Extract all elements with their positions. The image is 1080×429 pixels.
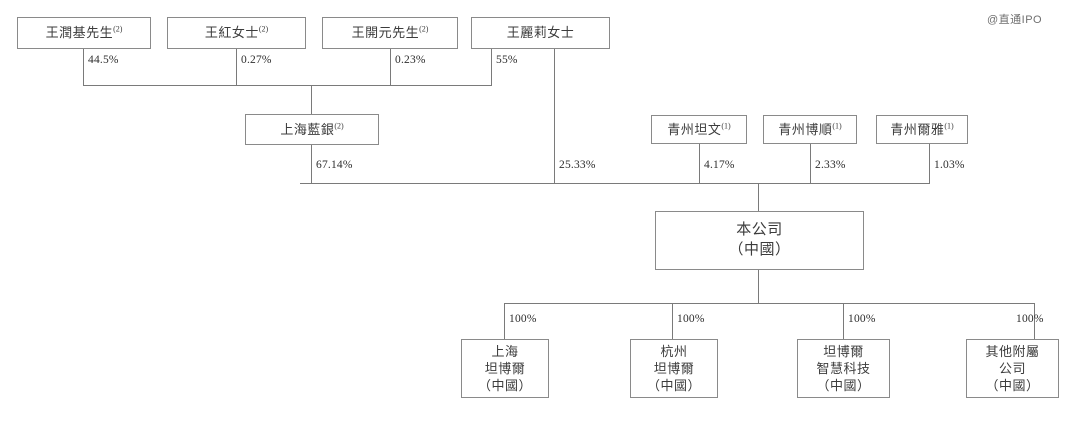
pct-lanyin-company: 67.14% — [316, 159, 353, 171]
pct-wang-hong-lanyin: 0.27% — [241, 54, 272, 66]
node-label: 王潤基先生 — [45, 25, 114, 41]
pct-wang-kai-yuan-lanyin: 0.23% — [395, 54, 426, 66]
node-the-company: 本公司 （中國） — [655, 211, 864, 270]
subsidiary-line-3: （中國） — [477, 378, 532, 394]
pct-wang-li-li-lanyin: 55% — [496, 54, 518, 66]
company-line-1: 本公司 — [736, 221, 783, 238]
connector-wang-kai-yuan-down — [390, 49, 391, 85]
connector-lanyin-down — [311, 145, 312, 183]
bus-tier1-to-lanyin — [83, 85, 492, 86]
subsidiary-line-1: 杭州 — [660, 343, 688, 359]
pct-hangzhou-tanboer: 100% — [677, 313, 705, 325]
footnote-marker: (1) — [944, 121, 954, 131]
pct-wang-run-ji-lanyin: 44.5% — [88, 54, 119, 66]
connector-wang-li-li-direct — [554, 49, 555, 183]
connector-other-subs-down — [1034, 303, 1035, 339]
watermark-label: @直通IPO — [987, 14, 1043, 26]
footnote-marker: (2) — [113, 25, 123, 35]
connector-hangzhou-tanboer-down — [672, 303, 673, 339]
node-wang-run-ji: 王潤基先生(2) — [17, 17, 151, 49]
pct-wang-li-li-direct: 25.33% — [559, 159, 596, 171]
node-wang-kai-yuan: 王開元先生(2) — [322, 17, 458, 49]
pct-tanboer-smart: 100% — [848, 313, 876, 325]
connector-company-down — [758, 270, 759, 303]
connector-wang-run-ji-down — [83, 49, 84, 85]
footnote-marker: (2) — [419, 25, 429, 35]
connector-wang-li-li-down — [491, 49, 492, 85]
node-shanghai-tanboer: 上海 坦博爾 （中國） — [461, 339, 549, 398]
node-label: 青州坦文 — [667, 121, 722, 137]
subsidiary-line-1: 上海 — [491, 343, 519, 359]
node-other-subs: 其他附屬 公司 （中國） — [966, 339, 1059, 398]
subsidiary-line-2: 坦博爾 — [484, 360, 526, 376]
node-label: 青州博順 — [778, 121, 833, 137]
node-label: 王麗莉女士 — [506, 25, 575, 41]
node-shanghai-lanyin: 上海藍銀(2) — [245, 114, 379, 145]
node-label: 青州爾雅 — [890, 121, 945, 137]
node-tanboer-smart: 坦博爾 智慧科技 （中國） — [797, 339, 890, 398]
pct-qingzhou-boshun-company: 2.33% — [815, 159, 846, 171]
subsidiary-line-1: 坦博爾 — [823, 343, 864, 359]
subsidiary-line-2: 坦博爾 — [653, 360, 695, 376]
connector-shanghai-tanboer-down — [504, 303, 505, 339]
node-qingzhou-tanwen: 青州坦文(1) — [651, 115, 747, 144]
pct-qingzhou-tanwen-company: 4.17% — [704, 159, 735, 171]
connector-qingzhou-erya-down — [929, 144, 930, 183]
connector-bus-to-lanyin — [311, 85, 312, 118]
connector-bus-to-company — [758, 183, 759, 211]
pct-other-subs: 100% — [1016, 313, 1044, 325]
bus-company-to-subsidiaries — [504, 303, 1034, 304]
connector-qingzhou-tanwen-down — [699, 144, 700, 183]
pct-shanghai-tanboer: 100% — [509, 313, 537, 325]
node-label: 王開元先生 — [351, 25, 420, 41]
node-label: 王紅女士 — [204, 25, 259, 41]
pct-qingzhou-erya-company: 1.03% — [934, 159, 965, 171]
node-qingzhou-erya: 青州爾雅(1) — [876, 115, 968, 144]
connector-tanboer-smart-down — [843, 303, 844, 339]
node-label: 上海藍銀 — [280, 121, 335, 137]
node-qingzhou-boshun: 青州博順(1) — [763, 115, 857, 144]
node-wang-li-li: 王麗莉女士 — [471, 17, 610, 49]
bus-tier2-to-company — [300, 183, 930, 184]
node-hangzhou-tanboer: 杭州 坦博爾 （中國） — [630, 339, 718, 398]
company-line-2: （中國） — [728, 241, 791, 258]
subsidiary-line-3: （中國） — [816, 378, 871, 394]
node-wang-hong: 王紅女士(2) — [167, 17, 306, 49]
subsidiary-line-3: （中國） — [985, 378, 1040, 394]
connector-wang-hong-down — [236, 49, 237, 85]
subsidiary-line-2: 智慧科技 — [816, 360, 871, 376]
connector-qingzhou-boshun-down — [810, 144, 811, 183]
subsidiary-line-3: （中國） — [646, 378, 701, 394]
footnote-marker: (1) — [721, 121, 731, 131]
subsidiary-line-2: 公司 — [998, 360, 1026, 376]
footnote-marker: (1) — [832, 121, 842, 131]
footnote-marker: (2) — [334, 121, 344, 131]
footnote-marker: (2) — [258, 25, 269, 35]
subsidiary-line-1: 其他附屬 — [985, 343, 1040, 359]
